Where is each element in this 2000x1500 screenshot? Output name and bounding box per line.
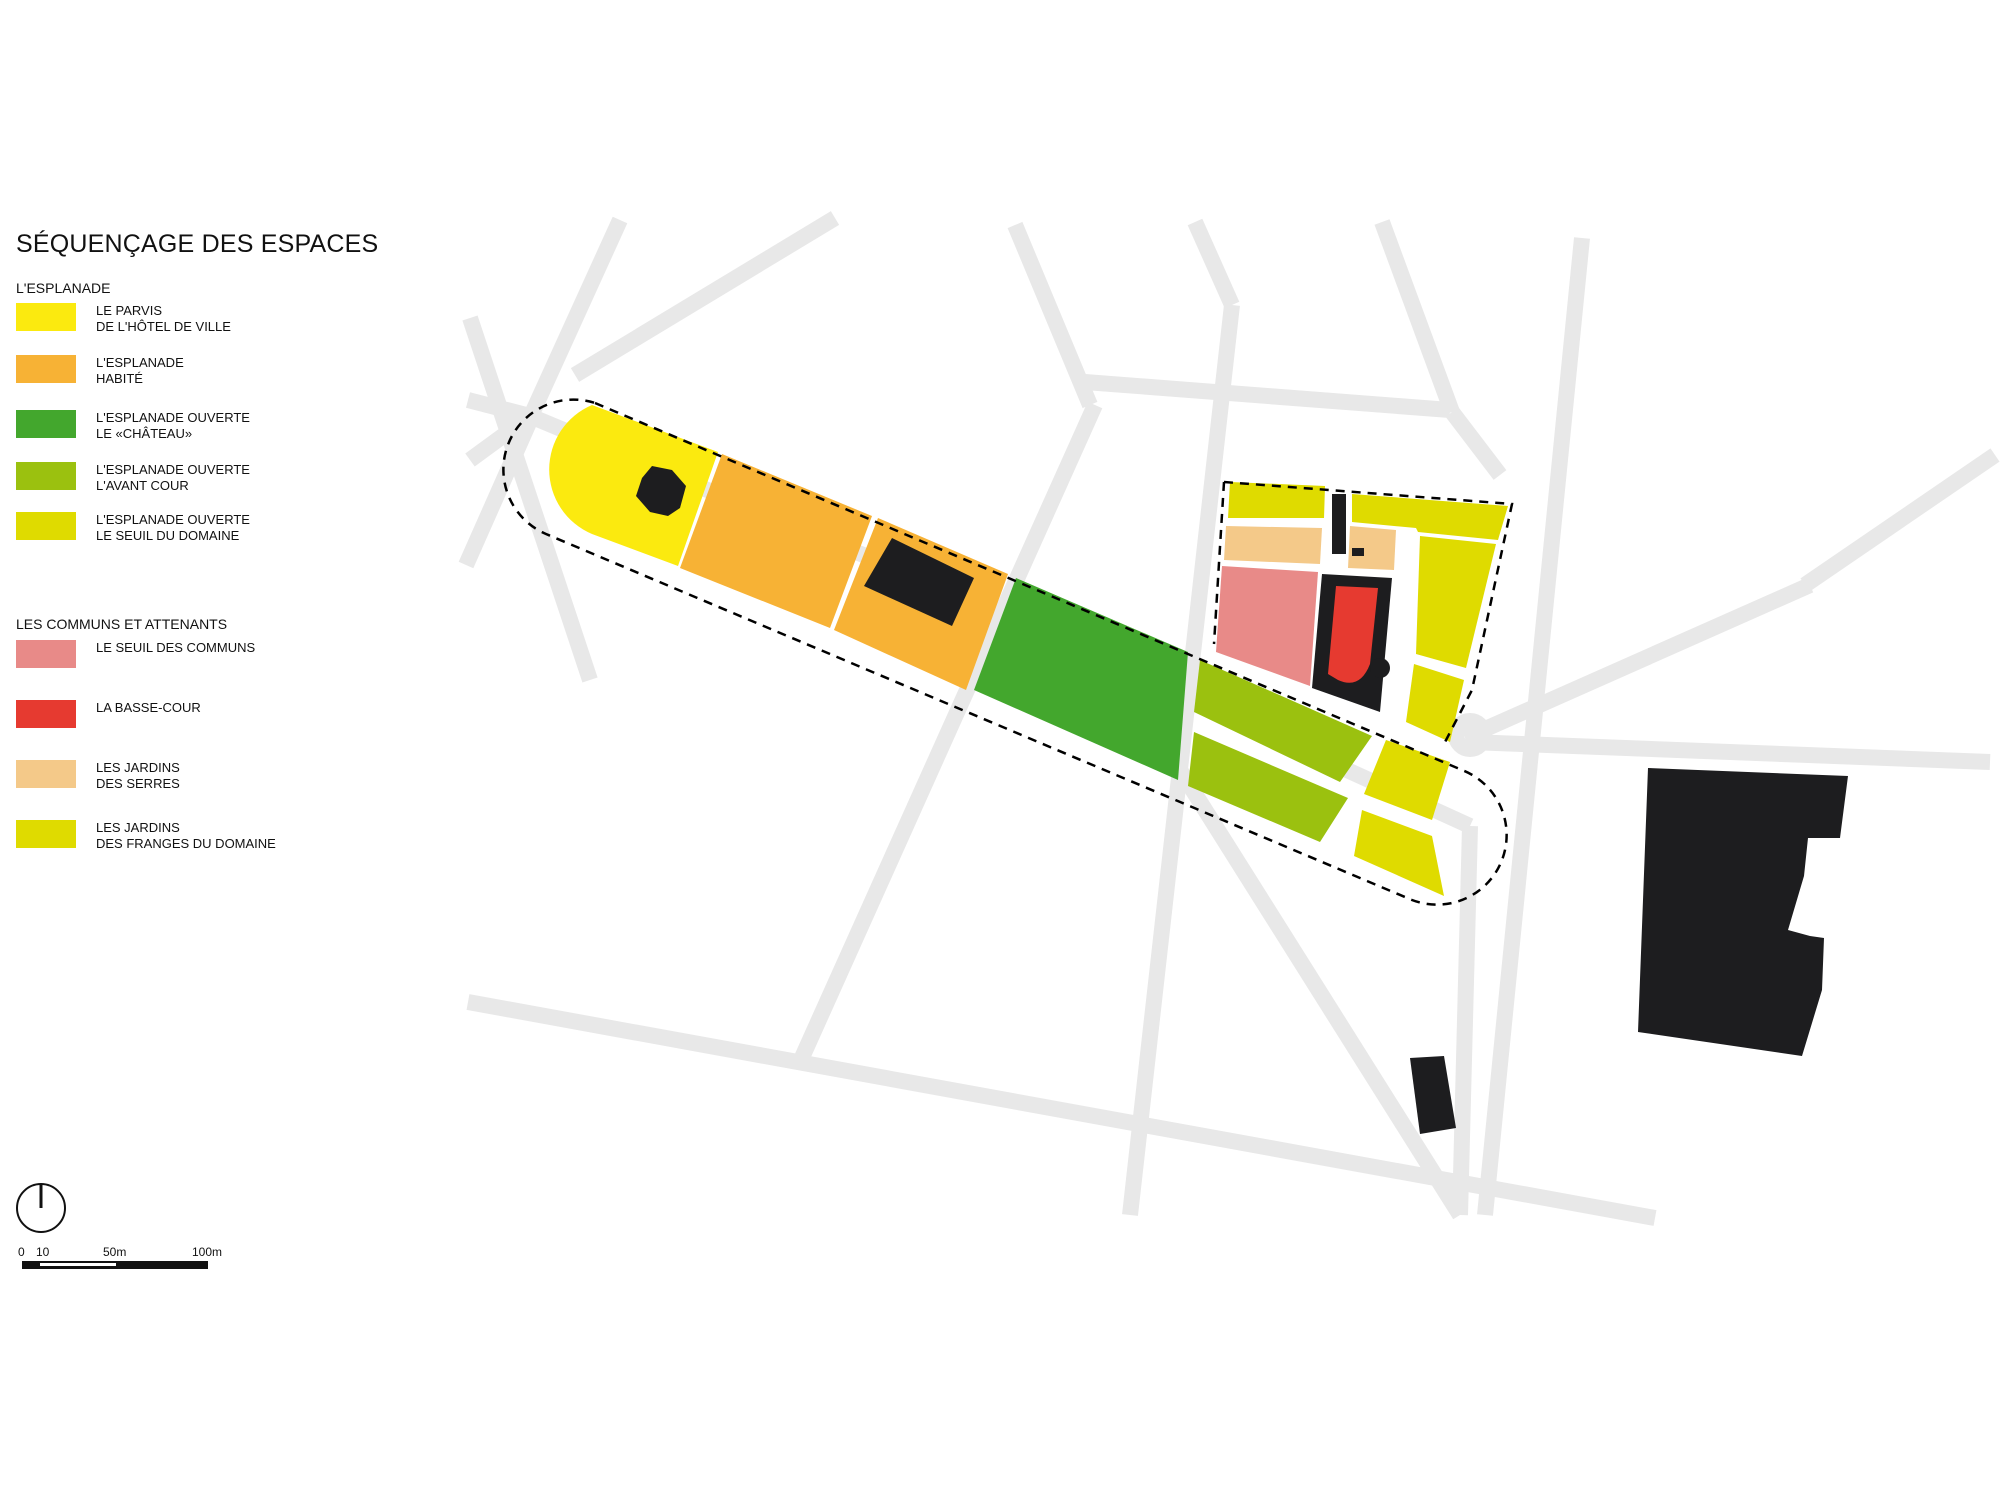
legend-group-title-esplanade: L'ESPLANADE [16, 280, 111, 296]
zone-franges-2 [1352, 494, 1508, 540]
scale-label-100m: 100m [192, 1245, 223, 1259]
legend-swatch [16, 303, 76, 331]
roundabout [1448, 713, 1492, 757]
legend-item-seuil-communs: LE SEUIL DES COMMUNS [16, 640, 316, 680]
scale-bar [22, 1261, 208, 1269]
road [466, 994, 1657, 1226]
scale-label-50m: 50m [103, 1245, 127, 1259]
road [1452, 825, 1478, 1216]
zone-chateau [974, 578, 1188, 780]
legend-swatch [16, 462, 76, 490]
road [1007, 221, 1098, 409]
road [1173, 765, 1467, 1220]
perimeter-outlines [502, 398, 1514, 906]
zone-seuil-communs [1216, 566, 1318, 686]
legend-label: LE SEUIL DES COMMUNS [96, 640, 256, 655]
road [1445, 407, 1507, 480]
building-small-2 [1352, 548, 1364, 556]
north-arrow-icon [16, 1183, 66, 1233]
road [570, 211, 840, 382]
building-hotel-de-ville [636, 466, 686, 516]
building-south [1410, 1056, 1456, 1134]
zone-esplanade-habite-1 [680, 454, 872, 628]
zone-avant-cour-2 [1188, 732, 1348, 842]
building-small-1 [1332, 494, 1346, 554]
communs-zones [1216, 482, 1508, 742]
road [462, 315, 598, 683]
road [1469, 734, 1991, 770]
building-large-east [1638, 768, 1848, 1056]
zone-seuil-domaine-1 [1364, 740, 1450, 820]
zone-franges-3 [1416, 536, 1496, 668]
scale-label-0: 0 [18, 1245, 25, 1259]
road [1461, 577, 1814, 746]
legend-swatch [16, 512, 76, 540]
zone-parvis [549, 405, 718, 566]
esplanade-perimeter [502, 398, 1508, 906]
road [522, 216, 628, 422]
legend-swatch [16, 820, 76, 848]
road [466, 392, 532, 424]
scale-label-10: 10 [36, 1245, 50, 1259]
legend-label: LA BASSE-COUR [96, 700, 201, 715]
road [1084, 374, 1451, 418]
zone-jardins-serres-2 [1348, 526, 1396, 570]
legend-title: SÉQUENÇAGE DES ESPACES [16, 230, 379, 258]
road [1800, 448, 2000, 592]
basse-cour-tower [1370, 658, 1390, 678]
road [1122, 304, 1240, 1216]
zone-franges-4 [1406, 664, 1464, 742]
zone-seuil-domaine-2 [1354, 810, 1444, 896]
building-esplanade [864, 538, 974, 626]
zone-avant-cour-1 [1194, 660, 1372, 782]
legend-group-title-communs: LES COMMUNS ET ATTENANTS [16, 616, 228, 632]
zone-jardins-serres-1 [1224, 526, 1322, 564]
buildings [636, 466, 1848, 1134]
road [1187, 218, 1240, 309]
zone-franges-1 [1228, 482, 1325, 518]
domaine-perimeter [1212, 480, 1514, 745]
esplanade-zones [549, 405, 1450, 896]
legend-item-basse-cour: LA BASSE-COUR [16, 700, 316, 740]
road [458, 412, 540, 569]
legend-swatch [16, 700, 76, 728]
road [1477, 237, 1590, 1216]
legend-swatch [16, 355, 76, 383]
road [1374, 219, 1460, 415]
legend-swatch [16, 640, 76, 668]
legend-swatch [16, 410, 76, 438]
road [792, 401, 1103, 1066]
legend-swatch [16, 760, 76, 788]
zone-basse-cour [1328, 586, 1378, 683]
